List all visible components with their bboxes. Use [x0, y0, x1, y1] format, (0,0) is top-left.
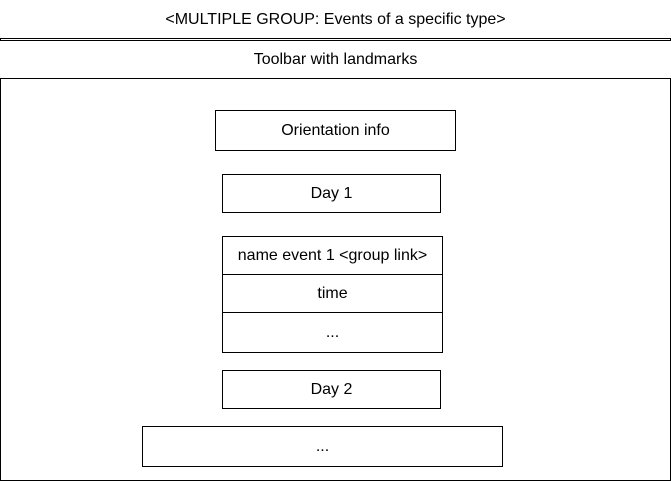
event-more-text: ...	[325, 323, 340, 341]
more-events-text: ...	[315, 437, 330, 455]
event-more: ...	[222, 312, 443, 353]
day-1-label: Day 1	[310, 184, 353, 202]
header-divider-lower	[0, 40, 671, 41]
toolbar[interactable]: Toolbar with landmarks	[0, 41, 671, 78]
orientation-info-label: Orientation info	[281, 121, 390, 139]
event-time-text: time	[317, 284, 348, 302]
header-divider	[0, 38, 671, 39]
event-time: time	[222, 274, 443, 313]
event-name-link[interactable]: name event 1 <group link>	[222, 236, 443, 275]
page-title: <MULTIPLE GROUP: Events of a specific ty…	[0, 0, 671, 39]
toolbar-divider	[0, 78, 671, 79]
day-2-header: Day 2	[222, 370, 441, 409]
event-name-text: name event 1 <group link>	[237, 246, 428, 264]
day-2-label: Day 2	[310, 380, 353, 398]
day-1-header: Day 1	[222, 174, 441, 213]
toolbar-label: Toolbar with landmarks	[253, 50, 418, 68]
more-events-placeholder: ...	[142, 426, 503, 467]
page-title-text: <MULTIPLE GROUP: Events of a specific ty…	[165, 10, 506, 28]
orientation-info: Orientation info	[215, 110, 456, 151]
